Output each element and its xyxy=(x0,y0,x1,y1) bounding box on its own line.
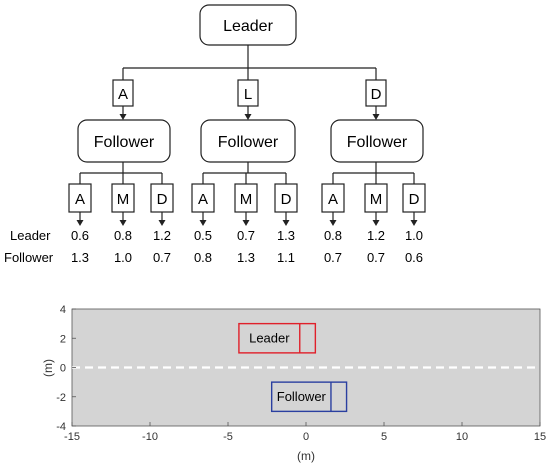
payoff-arrowhead-6 xyxy=(329,220,337,226)
leader-payoff-4: 0.7 xyxy=(237,228,255,243)
payoff-arrows xyxy=(76,212,418,226)
x-tick-label-4: 5 xyxy=(381,431,387,443)
leader-action-A: A xyxy=(112,79,134,107)
payoff-arrowhead-8 xyxy=(410,220,418,226)
svg-text:M: M xyxy=(370,191,383,208)
svg-text:M: M xyxy=(117,191,130,208)
y-axis-ticks: 4 2 0 -2 -4 xyxy=(56,304,76,433)
y-tick-label-0: 4 xyxy=(60,304,66,316)
leader-action-D: D xyxy=(365,79,387,107)
follower-vehicle-label: Follower xyxy=(277,389,327,404)
follower-payoff-8: 0.6 xyxy=(405,250,423,265)
leader-payoff-2: 1.2 xyxy=(153,228,171,243)
follower-payoff-7: 0.7 xyxy=(367,250,385,265)
payoff-arrowhead-1 xyxy=(119,220,127,226)
payoff-arrowhead-7 xyxy=(372,220,380,226)
leader-payoff-5: 1.3 xyxy=(277,228,295,243)
payoff-row-label-follower: Follower xyxy=(4,250,54,265)
follower-node-2: Follower xyxy=(200,119,296,163)
svg-text:A: A xyxy=(75,191,85,208)
svg-text:D: D xyxy=(371,86,382,103)
follower-payoff-3: 0.8 xyxy=(194,250,212,265)
svg-text:Follower: Follower xyxy=(94,134,155,151)
x-axis-label: (m) xyxy=(297,449,315,463)
leader-vehicle: Leader xyxy=(238,322,317,354)
decision-tree: Leader A L D Follower Follower Follower xyxy=(4,4,426,265)
leader-payoff-6: 0.8 xyxy=(324,228,342,243)
follower-payoff-4: 1.3 xyxy=(237,250,255,265)
leader-root-node: Leader xyxy=(199,4,297,46)
y-tick-label-4: -4 xyxy=(56,421,66,433)
follower-payoff-0: 1.3 xyxy=(71,250,89,265)
x-tick-label-3: 0 xyxy=(303,431,309,443)
y-tick-label-3: -2 xyxy=(56,392,66,404)
x-tick-label-6: 15 xyxy=(534,431,546,443)
svg-text:A: A xyxy=(328,191,338,208)
leader-vehicle-label: Leader xyxy=(249,330,290,345)
follower-payoff-6: 0.7 xyxy=(324,250,342,265)
tree-edges xyxy=(79,45,415,184)
x-tick-label-2: -5 xyxy=(223,431,233,443)
payoff-arrowhead-3 xyxy=(199,220,207,226)
leader-payoff-7: 1.2 xyxy=(367,228,385,243)
y-tick-label-1: 2 xyxy=(60,333,66,345)
svg-text:L: L xyxy=(244,86,252,103)
svg-text:Follower: Follower xyxy=(218,134,279,151)
payoff-row-label-leader: Leader xyxy=(10,228,51,243)
payoff-arrowhead-5 xyxy=(282,220,290,226)
leader-payoff-1: 0.8 xyxy=(114,228,132,243)
x-tick-label-5: 10 xyxy=(456,431,468,443)
payoff-arrowhead-0 xyxy=(76,220,84,226)
y-tick-label-2: 0 xyxy=(60,363,66,375)
follower-actions-group-3: A M D xyxy=(321,183,426,213)
follower-payoff-1: 1.0 xyxy=(114,250,132,265)
svg-text:D: D xyxy=(409,191,420,208)
follower-vehicle: Follower xyxy=(270,381,348,413)
road-plot: Leader Follower -15 -10 -5 0 5 10 15 4 2 0 -2 -4 (… xyxy=(41,304,546,463)
svg-text:Follower: Follower xyxy=(347,134,408,151)
svg-text:D: D xyxy=(157,191,168,208)
svg-text:M: M xyxy=(240,191,253,208)
follower-actions-group-2: A M D xyxy=(191,183,298,213)
leader-payoff-8: 1.0 xyxy=(405,228,423,243)
follower-payoff-5: 1.1 xyxy=(277,250,295,265)
leader-root-label: Leader xyxy=(223,18,273,35)
x-tick-label-1: -10 xyxy=(142,431,158,443)
leader-action-L: L xyxy=(237,79,259,107)
payoff-arrowhead-4 xyxy=(242,220,250,226)
leader-payoff-0: 0.6 xyxy=(71,228,89,243)
leader-payoff-3: 0.5 xyxy=(194,228,212,243)
svg-text:A: A xyxy=(198,191,208,208)
follower-node-1: Follower xyxy=(77,119,171,163)
x-tick-label-0: -15 xyxy=(64,431,80,443)
follower-actions-group-1: A M D xyxy=(68,183,174,213)
svg-text:D: D xyxy=(281,191,292,208)
y-axis-label: (m) xyxy=(41,359,55,377)
x-axis-ticks: -15 -10 -5 0 5 10 15 xyxy=(64,422,546,443)
follower-node-3: Follower xyxy=(330,119,424,163)
follower-payoff-2: 0.7 xyxy=(153,250,171,265)
payoff-arrowhead-2 xyxy=(158,220,166,226)
svg-text:A: A xyxy=(118,86,128,103)
payoff-values: 0.6 1.3 0.8 1.0 1.2 0.7 0.5 0.8 0.7 1.3 1.3 1.1 0.8 0… xyxy=(71,228,423,265)
